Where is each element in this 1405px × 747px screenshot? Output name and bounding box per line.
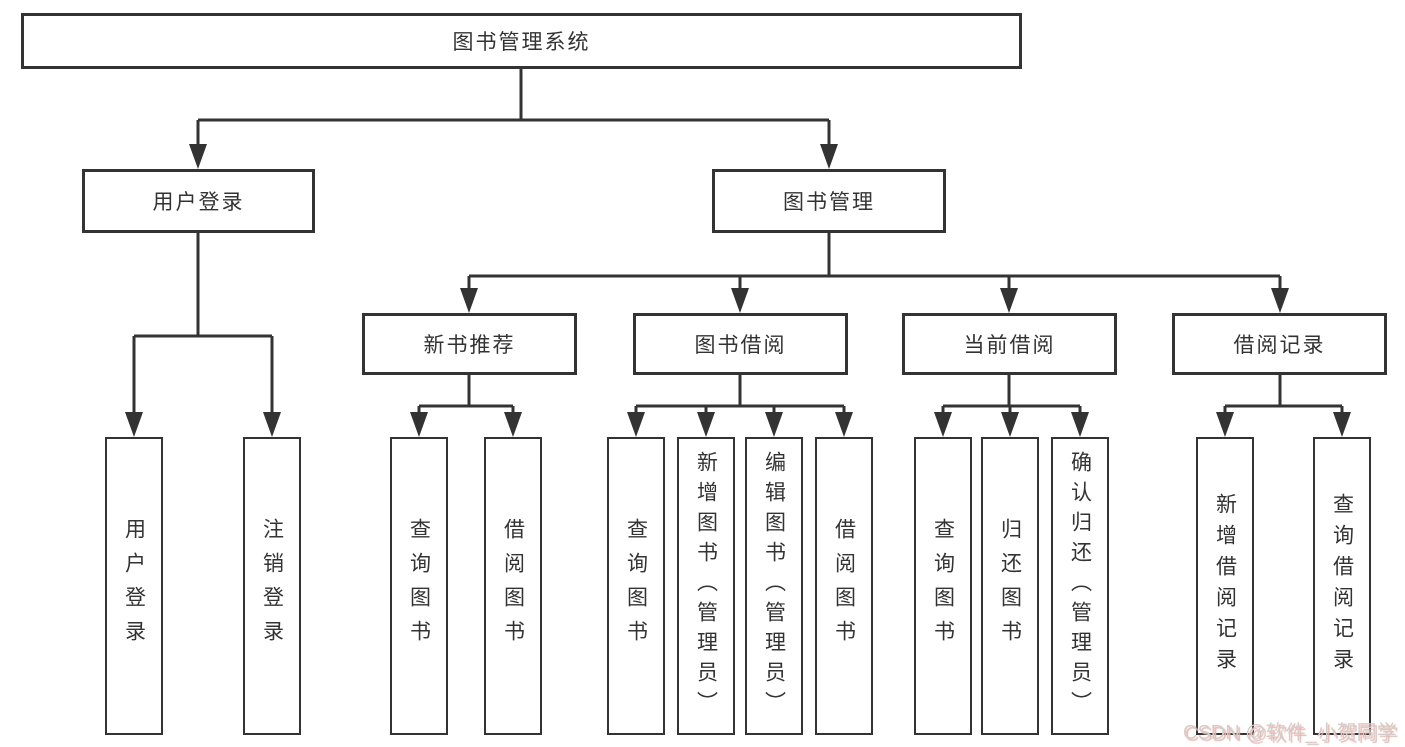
leaf-query-books-current: 查询图书: [914, 437, 972, 735]
leaf-query-books-recommend: 查询图书: [390, 437, 448, 735]
leaf-edit-books-admin: 编辑图书（管理员）: [745, 437, 803, 735]
node-book-borrow: 图书借阅: [633, 313, 848, 375]
leaf-query-borrow-record: 查询借阅记录: [1313, 437, 1371, 735]
node-book-management: 图书管理: [712, 169, 946, 233]
leaf-add-borrow-record-label: 新增借阅记录: [1213, 493, 1237, 679]
node-user-login-label: 用户登录: [152, 191, 245, 214]
leaf-edit-books-admin-label: 编辑图书（管理员）: [762, 451, 786, 721]
node-borrow-records-label: 借阅记录: [1233, 334, 1326, 357]
leaf-query-books-borrow-label: 查询图书: [624, 518, 648, 654]
node-book-borrow-label: 图书借阅: [694, 334, 787, 357]
leaf-confirm-return-admin: 确认归还（管理员）: [1051, 437, 1109, 735]
node-user-login: 用户登录: [82, 169, 315, 233]
leaf-user-login: 用户登录: [105, 437, 163, 735]
leaf-return-books-label: 归还图书: [998, 518, 1022, 654]
leaf-return-books: 归还图书: [981, 437, 1039, 735]
arrowheads: [125, 144, 1351, 437]
leaf-borrow-books-recommend: 借阅图书: [484, 437, 542, 735]
node-new-book-recommend-label: 新书推荐: [423, 334, 516, 357]
node-book-management-label: 图书管理: [783, 191, 875, 214]
node-new-book-recommend: 新书推荐: [362, 313, 577, 375]
leaf-logout-label: 注销登录: [260, 518, 284, 654]
leaf-borrow-books-label: 借阅图书: [832, 518, 856, 654]
leaf-borrow-books: 借阅图书: [815, 437, 873, 735]
node-current-borrow-label: 当前借阅: [963, 334, 1056, 357]
leaf-query-books-borrow: 查询图书: [607, 437, 665, 735]
leaf-user-login-label: 用户登录: [122, 518, 146, 654]
node-current-borrow: 当前借阅: [902, 313, 1117, 375]
leaf-add-books-admin: 新增图书（管理员）: [677, 437, 735, 735]
leaf-borrow-books-recommend-label: 借阅图书: [501, 518, 525, 654]
node-borrow-records: 借阅记录: [1172, 313, 1387, 375]
leaf-query-books-recommend-label: 查询图书: [407, 518, 431, 654]
csdn-watermark: CSDN @软件_小贺同学: [1183, 722, 1397, 744]
connector-lines: [132, 69, 1344, 415]
node-library-system-label: 图书管理系统: [452, 31, 591, 54]
leaf-query-books-current-label: 查询图书: [931, 518, 955, 654]
leaf-add-books-admin-label: 新增图书（管理员）: [694, 451, 718, 721]
leaf-logout: 注销登录: [243, 437, 301, 735]
node-library-system: 图书管理系统: [21, 13, 1022, 69]
leaf-query-borrow-record-label: 查询借阅记录: [1330, 493, 1354, 679]
leaf-confirm-return-admin-label: 确认归还（管理员）: [1068, 451, 1092, 721]
leaf-add-borrow-record: 新增借阅记录: [1196, 437, 1254, 735]
